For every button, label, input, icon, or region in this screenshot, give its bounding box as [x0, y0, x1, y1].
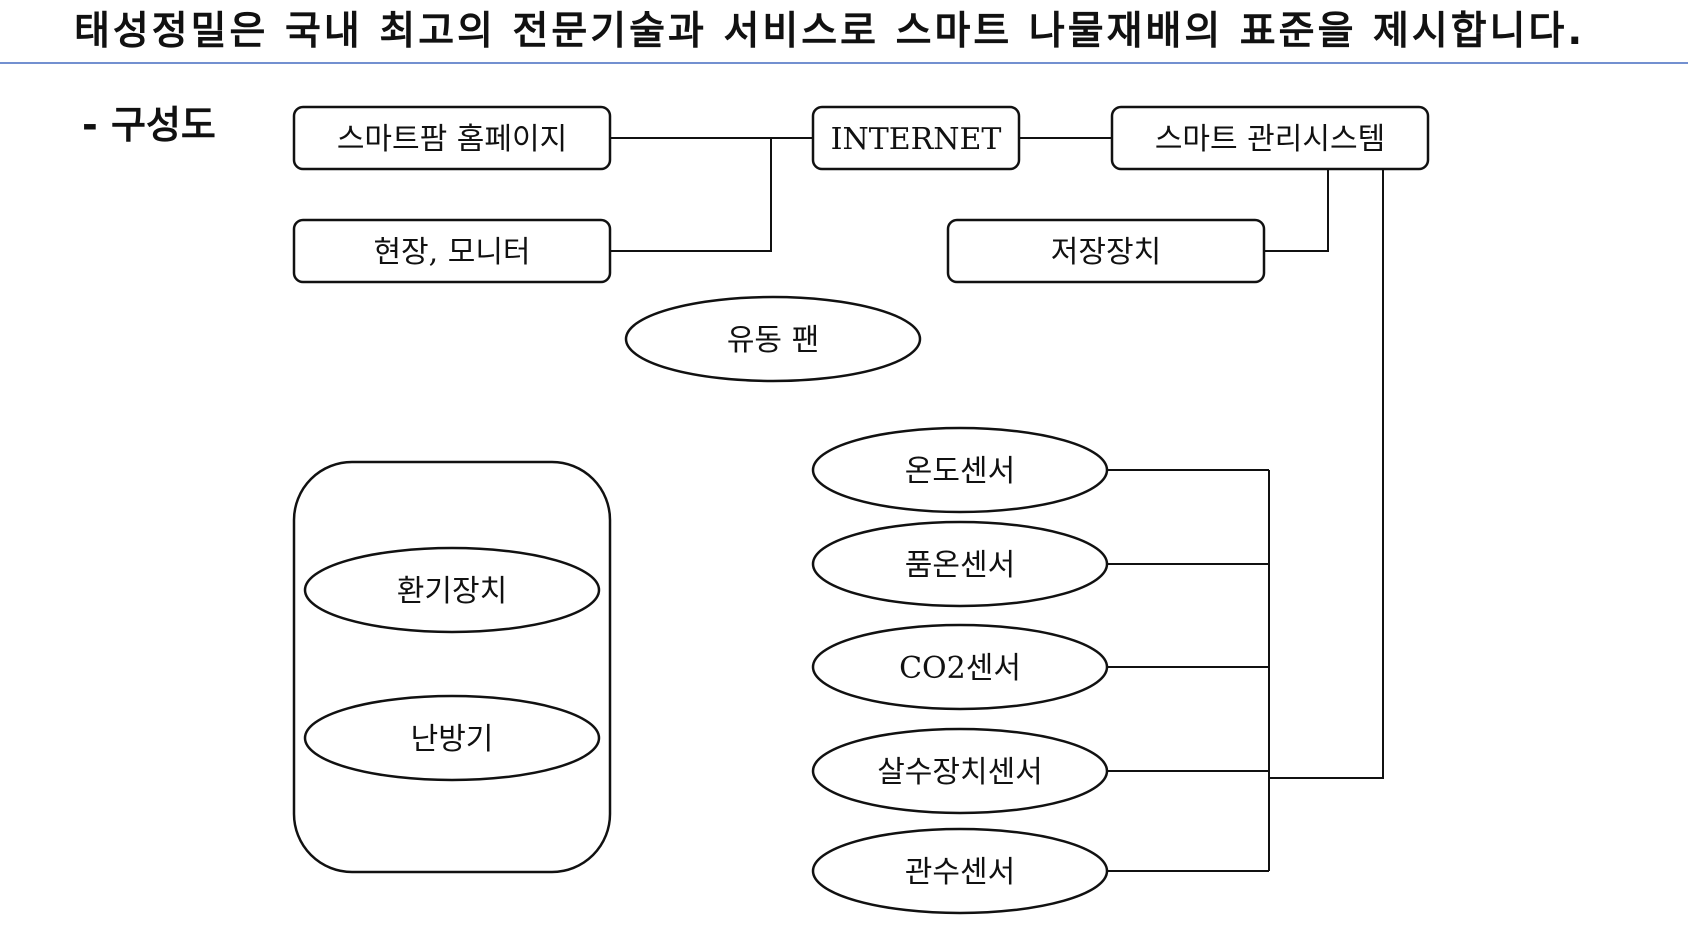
node-homepage: 스마트팜 홈페이지: [292, 105, 612, 171]
node-ventilation: 환기장치: [303, 546, 601, 634]
node-heater-label: 난방기: [411, 722, 494, 757]
node-sprinkler-sensor-label: 살수장치센서: [877, 755, 1043, 790]
node-temp-sensor-label: 온도센서: [905, 454, 1015, 489]
connector-monitor-internet: [610, 138, 772, 252]
section-title: - 구성도: [82, 103, 216, 147]
node-ventilation-label: 환기장치: [397, 574, 507, 609]
node-irrigation-sensor-label: 관수센서: [905, 855, 1015, 890]
node-storage: 저장장치: [946, 218, 1266, 284]
equipment-group: 환기장치 난방기: [292, 460, 612, 874]
connector-management-sensors: [1269, 169, 1384, 779]
node-sprinkler-sensor: 살수장치센서: [811, 727, 1109, 815]
node-field-monitor: 현장, 모니터: [292, 218, 612, 284]
node-internet: INTERNET: [811, 105, 1021, 171]
node-product-temp-sensor: 품온센서: [811, 520, 1109, 608]
node-fan: 유동 팬: [624, 295, 922, 383]
node-product-temp-sensor-label: 품온센서: [905, 548, 1015, 583]
connectors: [610, 137, 1384, 872]
node-co2-sensor: CO2센서: [811, 623, 1109, 711]
node-management: 스마트 관리시스템: [1110, 105, 1430, 171]
node-heater: 난방기: [303, 694, 601, 782]
node-field-monitor-label: 현장, 모니터: [373, 235, 530, 270]
header-divider: [0, 62, 1688, 64]
node-fan-label: 유동 팬: [727, 323, 819, 358]
node-management-label: 스마트 관리시스템: [1155, 122, 1385, 157]
node-temp-sensor: 온도센서: [811, 426, 1109, 514]
node-homepage-label: 스마트팜 홈페이지: [337, 122, 567, 157]
page-headline: 태성정밀은 국내 최고의 전문기술과 서비스로 스마트 나물재배의 표준을 제시…: [74, 9, 1586, 54]
node-irrigation-sensor: 관수센서: [811, 827, 1109, 915]
connector-management-storage: [1264, 169, 1329, 252]
node-co2-sensor-label: CO2센서: [899, 651, 1021, 686]
node-internet-label: INTERNET: [831, 122, 1002, 157]
node-storage-label: 저장장치: [1051, 235, 1161, 270]
